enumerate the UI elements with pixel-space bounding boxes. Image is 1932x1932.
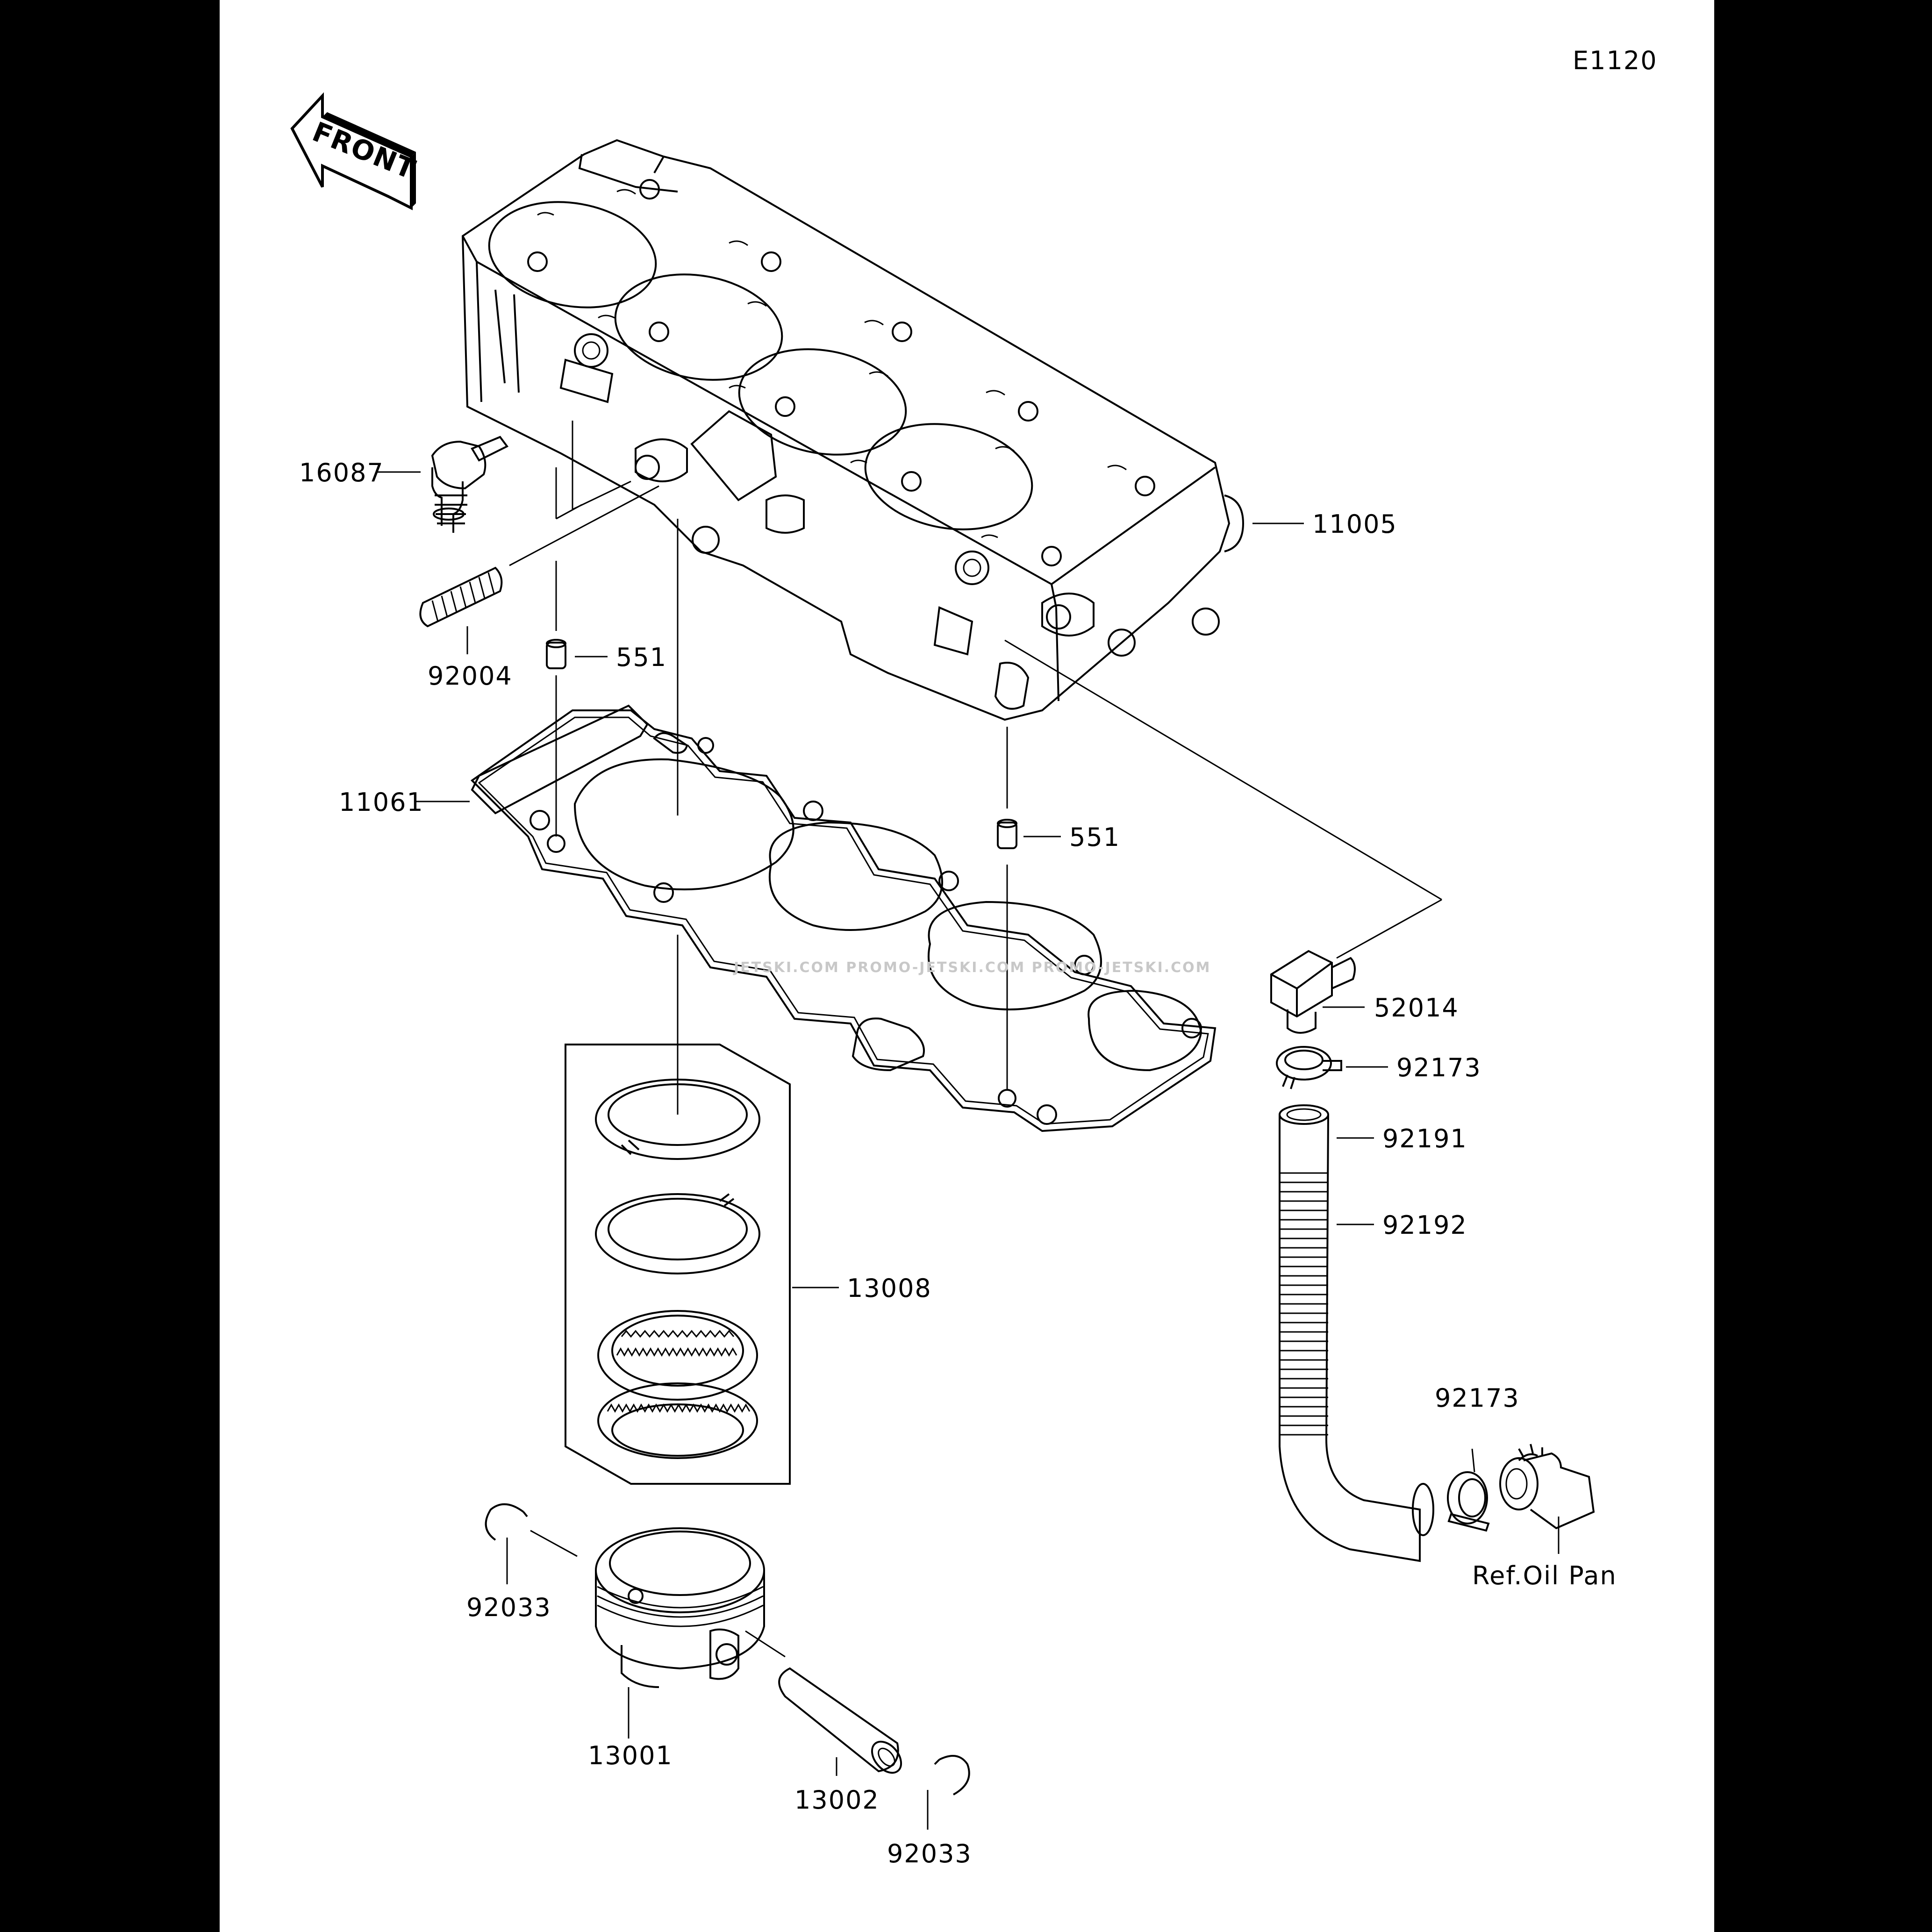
oil-pan-fitting [1499,1444,1595,1530]
part-label-92173-a: 92173 [1396,1053,1481,1082]
circlip-92033-a [485,1503,528,1541]
part-label-92033-b: 92033 [887,1839,972,1868]
part-label-551-a: 551 [616,643,667,672]
parts-sheet [220,0,1714,1932]
piston-13001 [595,1527,765,1688]
part-label-52014: 52014 [1374,993,1459,1023]
part-label-92004: 92004 [428,661,513,691]
front-arrow-icon: FRONT [290,92,420,210]
dowel-pin-551-a [546,639,566,669]
part-label-13008: 13008 [847,1274,932,1303]
hose-clamp-92173-b [1447,1471,1490,1532]
part-label-11005: 11005 [1312,509,1397,539]
part-label-13001: 13001 [588,1741,673,1770]
stud-92004 [419,566,503,628]
part-label-13002: 13002 [794,1785,880,1815]
hose-clamp-92173-a [1276,1046,1342,1089]
dowel-pin-551-b [997,819,1017,849]
part-label-92033-a: 92033 [466,1593,551,1622]
watermark: JETSKI.COM PROMO-JETSKI.COM PROMO-JETSKI… [733,959,1211,976]
cylinder-block [461,139,1245,721]
part-label-92191: 92191 [1382,1124,1467,1153]
part-label-551-b: 551 [1069,823,1120,852]
piston-pin-13002 [778,1667,902,1774]
part-label-16087: 16087 [299,458,384,487]
part-label-11061: 11061 [339,787,424,817]
elbow-fitting-52014 [1270,950,1356,1034]
oil-hose-92191-92192 [1279,1104,1434,1562]
piston-ring-set-13008 [565,1044,791,1485]
head-gasket-11061 [470,704,1216,1132]
reference-oil-pan: Ref.Oil Pan [1472,1561,1617,1590]
circlip-92033-b [934,1755,970,1796]
part-label-92192: 92192 [1382,1210,1467,1240]
diagram-code: E1120 [1573,46,1658,75]
fitting-16087 [431,436,509,533]
part-label-92173-b: 92173 [1435,1383,1520,1413]
